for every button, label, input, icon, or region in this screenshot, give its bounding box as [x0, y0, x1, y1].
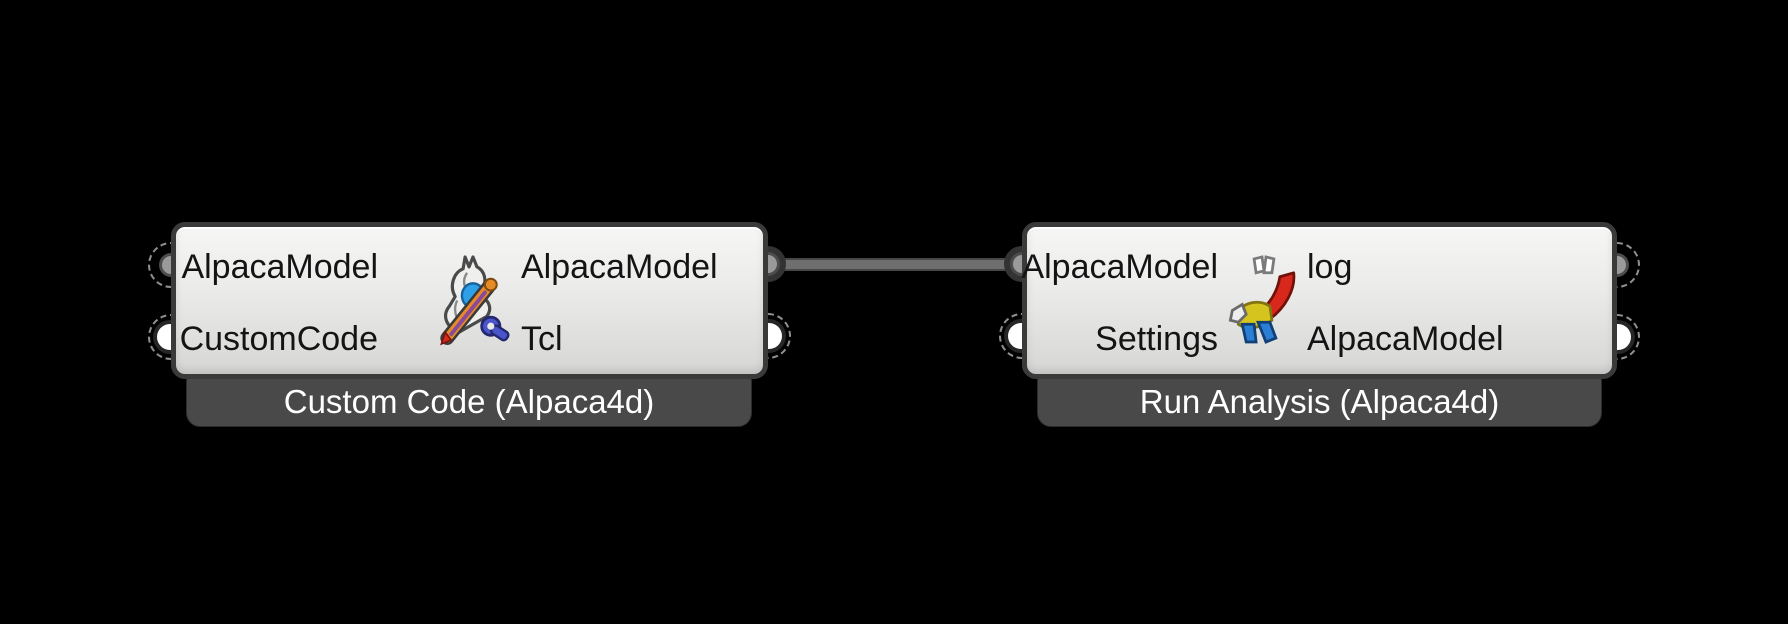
input-label-alpacamodel: AlpacaModel	[181, 248, 378, 286]
output-label-alpacamodel: AlpacaModel	[1307, 320, 1504, 358]
port-output-alpacamodel[interactable]	[1617, 320, 1635, 354]
custom-code-component[interactable]	[171, 222, 768, 379]
port-output-alpacamodel-connected-ring	[768, 246, 786, 282]
port-output-tcl[interactable]	[768, 319, 786, 353]
run-analysis-component[interactable]	[1022, 222, 1617, 379]
input-label-alpacamodel: AlpacaModel	[1021, 248, 1218, 286]
output-label-tcl: Tcl	[521, 320, 563, 358]
port-input-alpacamodel[interactable]	[159, 253, 171, 277]
port-input-alpacamodel[interactable]	[1010, 252, 1022, 276]
output-label-alpacamodel: AlpacaModel	[521, 248, 718, 286]
run-analysis-title-bar[interactable]: Run Analysis (Alpaca4d)	[1037, 374, 1602, 427]
input-label-settings: Settings	[1095, 320, 1218, 358]
custom-code-title: Custom Code (Alpaca4d)	[283, 383, 655, 420]
custom-code-alpaca-icon	[440, 255, 510, 346]
port-input-settings[interactable]	[1004, 319, 1022, 353]
wire-alpacamodel-connection[interactable]	[770, 258, 1016, 271]
output-label-log: log	[1307, 248, 1353, 286]
port-input-alpacamodel-connected-ring	[1004, 246, 1022, 282]
port-input-customcode[interactable]	[153, 320, 171, 354]
run-analysis-alpaca-icon	[1228, 255, 1296, 344]
custom-code-title-bar[interactable]: Custom Code (Alpaca4d)	[186, 374, 752, 427]
run-analysis-title: Run Analysis (Alpaca4d)	[1139, 383, 1500, 420]
input-label-customcode: CustomCode	[179, 320, 378, 358]
